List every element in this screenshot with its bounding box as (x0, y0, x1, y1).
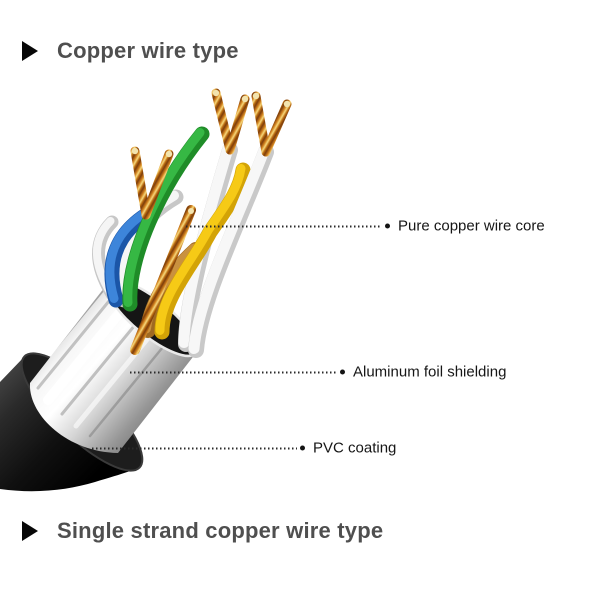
copper-strand-tips (131, 89, 291, 214)
wire-bundle (92, 88, 292, 358)
copper-strands (130, 88, 292, 220)
leader-line (186, 225, 382, 227)
copper-strands (130, 205, 196, 355)
callout-label: Pure copper wire core (398, 217, 545, 235)
section-heading-copper-wire-type: Copper wire type (22, 38, 239, 64)
callout-pvc-coating: PVC coating (92, 440, 396, 457)
callout-label: PVC coating (313, 439, 397, 457)
callout-aluminum-foil-shielding: Aluminum foil shielding (130, 364, 506, 381)
leader-dot (385, 223, 390, 229)
triangle-bullet-icon (22, 41, 38, 61)
callout-label: Aluminum foil shielding (353, 363, 507, 381)
heading-label: Single strand copper wire type (57, 518, 384, 543)
leader-line (92, 447, 297, 449)
triangle-bullet-icon (22, 521, 38, 541)
leader-line (130, 371, 337, 373)
leader-dot (340, 369, 345, 375)
heading-label: Copper wire type (57, 38, 239, 63)
callout-pure-copper-wire-core: Pure copper wire core (186, 218, 545, 235)
section-heading-single-strand-copper-wire-type: Single strand copper wire type (22, 518, 383, 544)
leader-dot (300, 445, 305, 451)
